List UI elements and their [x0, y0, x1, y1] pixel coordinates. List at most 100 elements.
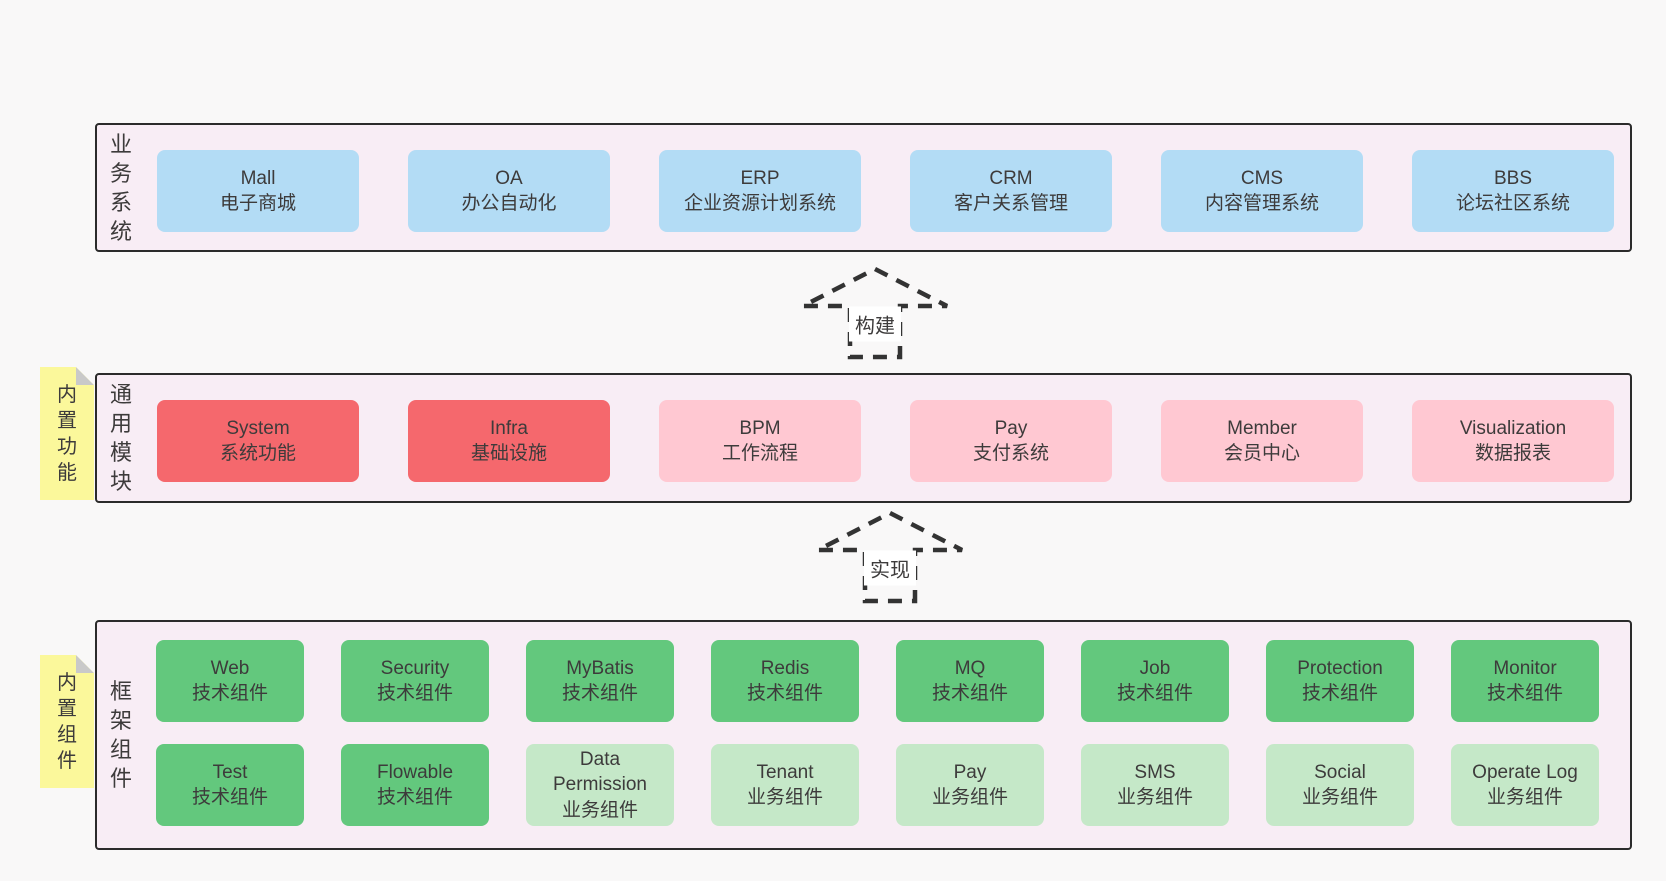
box-title: Redis [760, 657, 810, 679]
sticky-builtin-components-label: 内置组件 [57, 671, 77, 772]
arrow-implement-label: 实现 [864, 550, 916, 586]
box-title: Flowable [376, 761, 454, 783]
box-title: BBS [1493, 167, 1533, 189]
layer-label-business-systems: 业务系统 [109, 131, 132, 244]
box-subtitle: 技术组件 [191, 683, 268, 704]
box-title: MyBatis [566, 657, 634, 679]
box-title: Security [380, 657, 450, 679]
box-title: Data Permission [553, 749, 647, 796]
box-social: Social 业务组件 [1266, 744, 1414, 826]
layer-label-framework-components: 框架组件 [109, 678, 132, 792]
box-subtitle: 技术组件 [1486, 683, 1563, 704]
box-title: BPM [739, 417, 781, 439]
layer-common-modules: 通用模块 System 系统功能 Infra 基础设施 BPM 工作流程 Pay 支付系统 Me… [95, 373, 1632, 503]
box-monitor: Monitor 技术组件 [1451, 640, 1599, 722]
box-subtitle: 办公自动化 [461, 193, 557, 214]
box-title: Infra [489, 417, 529, 439]
box-subtitle: 系统功能 [219, 443, 296, 464]
box-subtitle: 技术组件 [1301, 683, 1378, 704]
box-subtitle: 技术组件 [191, 787, 268, 808]
box-subtitle: 技术组件 [931, 683, 1008, 704]
box-flowable: Flowable 技术组件 [341, 744, 489, 826]
box-mall: Mall 电子商城 [157, 150, 359, 232]
box-title: Member [1227, 417, 1297, 439]
box-title: CMS [1240, 167, 1284, 189]
sticky-note-builtin-components: 内置组件 [40, 655, 94, 788]
box-pay: Pay 业务组件 [896, 744, 1044, 826]
box-test: Test 技术组件 [156, 744, 304, 826]
box-title: Job [1139, 657, 1171, 679]
box-subtitle: 电子商城 [219, 193, 296, 214]
box-cms: CMS 内容管理系统 [1161, 150, 1363, 232]
sticky-builtin-features-label: 内置功能 [57, 383, 77, 484]
box-subtitle: 业务组件 [931, 787, 1008, 808]
box-subtitle: 工作流程 [721, 443, 798, 464]
box-subtitle: 内容管理系统 [1204, 193, 1319, 214]
box-tenant: Tenant 业务组件 [711, 744, 859, 826]
box-subtitle: 业务组件 [561, 799, 638, 821]
box-subtitle: 数据报表 [1474, 443, 1551, 464]
box-bpm: BPM 工作流程 [659, 400, 861, 482]
box-subtitle: 基础设施 [470, 443, 547, 464]
sticky-note-builtin-features: 内置功能 [40, 367, 94, 500]
box-title: Pay [994, 417, 1028, 439]
box-subtitle: 业务组件 [1486, 787, 1563, 808]
box-title: Tenant [756, 761, 814, 783]
box-erp: ERP 企业资源计划系统 [659, 150, 861, 232]
box-sms: SMS 业务组件 [1081, 744, 1229, 826]
layer-business-systems: 业务系统 Mall 电子商城 OA 办公自动化 ERP 企业资源计划系统 CRM 客户关系管理… [95, 123, 1632, 252]
box-title: OA [495, 167, 523, 189]
layer-label-common-modules: 通用模块 [109, 381, 132, 495]
box-infra: Infra 基础设施 [408, 400, 610, 482]
box-subtitle: 客户关系管理 [953, 193, 1068, 214]
box-subtitle: 业务组件 [1301, 787, 1378, 808]
box-subtitle: 业务组件 [746, 787, 823, 808]
box-subtitle: 技术组件 [376, 683, 453, 704]
box-title: SMS [1134, 761, 1176, 783]
box-title: MQ [954, 657, 986, 679]
box-visualization: Visualization 数据报表 [1412, 400, 1614, 482]
box-crm: CRM 客户关系管理 [910, 150, 1112, 232]
dashed-up-arrow-icon [816, 510, 964, 604]
box-subtitle: 支付系统 [972, 443, 1049, 464]
box-title: Operate Log [1472, 761, 1578, 783]
box-row: Mall 电子商城 OA 办公自动化 ERP 企业资源计划系统 CRM 客户关系管理 CMS 内容… [157, 150, 1614, 232]
dashed-up-arrow-icon [801, 266, 949, 360]
box-title: System [226, 417, 290, 439]
box-mq: MQ 技术组件 [896, 640, 1044, 722]
box-subtitle: 企业资源计划系统 [683, 193, 836, 214]
box-title: Monitor [1493, 657, 1557, 679]
box-pay: Pay 支付系统 [910, 400, 1112, 482]
box-subtitle: 技术组件 [561, 683, 638, 704]
box-oa: OA 办公自动化 [408, 150, 610, 232]
box-subtitle: 论坛社区系统 [1455, 193, 1570, 214]
box-title: Protection [1297, 657, 1383, 679]
box-mybatis: MyBatis 技术组件 [526, 640, 674, 722]
box-title: Test [212, 761, 248, 783]
business-systems-boxes: Mall 电子商城 OA 办公自动化 ERP 企业资源计划系统 CRM 客户关系管理 CMS 内容… [157, 150, 1614, 232]
box-operate-log: Operate Log 业务组件 [1451, 744, 1599, 826]
arrow-build: 构建 [800, 266, 950, 360]
box-title: Pay [953, 761, 987, 783]
arrow-build-label: 构建 [849, 306, 901, 342]
box-title: ERP [740, 167, 780, 189]
box-title: Mall [240, 167, 276, 189]
box-subtitle: 技术组件 [376, 787, 453, 808]
box-security: Security 技术组件 [341, 640, 489, 722]
box-title: CRM [989, 167, 1033, 189]
box-subtitle: 技术组件 [746, 683, 823, 704]
box-title: Visualization [1459, 417, 1567, 439]
box-title: Social [1314, 761, 1366, 783]
box-subtitle: 业务组件 [1116, 787, 1193, 808]
arrow-implement: 实现 [815, 510, 965, 604]
box-system: System 系统功能 [157, 400, 359, 482]
